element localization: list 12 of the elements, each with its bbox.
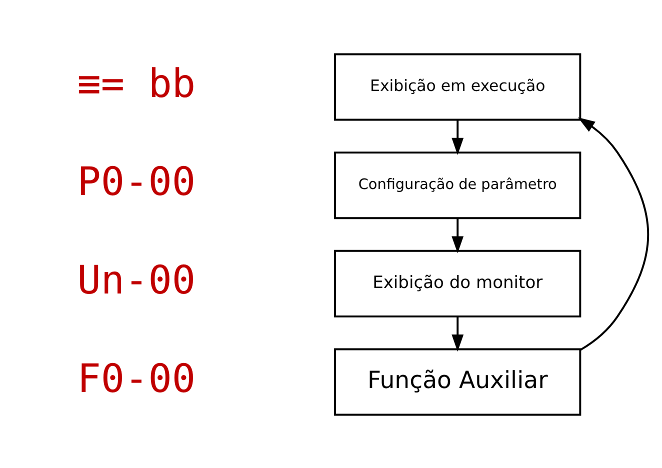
label: ≡= bb bbox=[77, 61, 196, 106]
arrow bbox=[452, 316, 464, 352]
arrow bbox=[452, 120, 464, 154]
label: Un-00 bbox=[77, 258, 196, 303]
node-box: Configuração de parâmetro bbox=[334, 151, 582, 219]
label: F0-00 bbox=[77, 356, 196, 402]
arrow bbox=[578, 116, 650, 350]
label: P0-00 bbox=[77, 160, 196, 205]
node-box: Exibição do monitor bbox=[334, 249, 582, 317]
arrow bbox=[452, 218, 464, 253]
node-box: Exibição em execução bbox=[334, 52, 582, 120]
node-box: Função Auxiliar bbox=[334, 348, 582, 416]
